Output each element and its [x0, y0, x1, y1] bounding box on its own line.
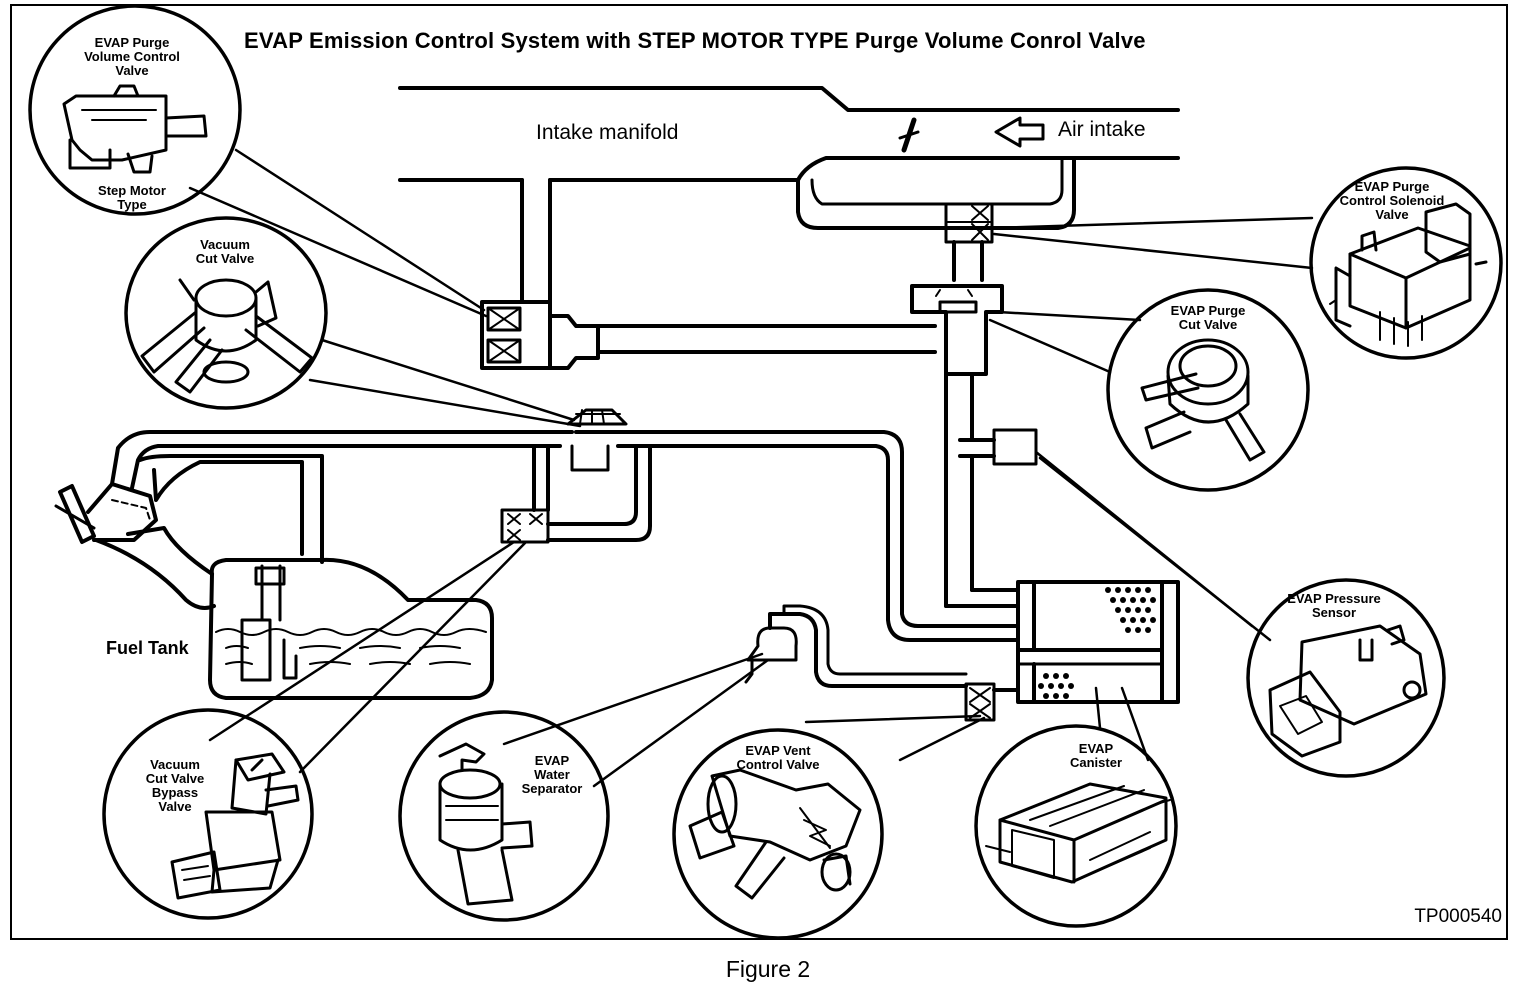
bypass-valve-callout	[102, 708, 314, 920]
figure-code: TP000540	[1414, 906, 1502, 927]
canister-label: EVAP Canister	[1069, 741, 1123, 770]
vacuum-cut-valve-callout	[124, 216, 328, 410]
water-separator-callout	[398, 710, 610, 922]
canister-illustration	[985, 782, 1171, 884]
bypass-valve-illustration	[170, 752, 300, 900]
fuel-tank-label: Fuel Tank	[106, 638, 189, 658]
solenoid-callout	[1309, 166, 1503, 360]
canister-callout	[974, 724, 1178, 928]
solenoid-label: EVAP Purge Control Solenoid Valve	[1339, 179, 1445, 222]
vacuum-cut-valve-illustration	[140, 278, 314, 394]
purge-cut-valve-callout	[1106, 288, 1310, 492]
pvcv-label: EVAP Purge Volume Control Valve	[84, 35, 180, 78]
vacuum-cut-valve-schematic	[566, 408, 628, 472]
solenoid-illustration	[1329, 202, 1488, 347]
step-motor-type-label: Step Motor Type	[98, 183, 166, 212]
figure-caption: Figure 2	[725, 956, 811, 982]
water-separator-label: EVAP Water Separator	[521, 753, 583, 796]
pvcv-callout	[28, 4, 242, 216]
filler-neck	[54, 454, 324, 610]
fuel-tank	[208, 557, 494, 700]
canister-granules	[1038, 587, 1156, 699]
manifold-to-pvcv-pipe	[520, 178, 552, 304]
vent-valve-illustration	[688, 768, 862, 900]
purge-cut-valve-label: EVAP Purge Cut Valve	[1170, 303, 1246, 332]
purge-cut-valve-schematic	[910, 284, 1004, 442]
callout-circles	[28, 4, 1503, 940]
leader-lines	[188, 148, 1314, 788]
pvcv-schematic	[480, 300, 937, 370]
diagram-title: EVAP Emission Control System with STEP M…	[244, 28, 1146, 53]
water-separator-schematic	[744, 604, 968, 688]
purge-cut-valve-illustration	[1140, 338, 1266, 462]
intake-manifold-pipe	[398, 86, 1180, 230]
pressure-sensor-label: EVAP Pressure Sensor	[1287, 591, 1381, 620]
vacuum-cut-valve-label: Vacuum Cut Valve	[195, 237, 255, 266]
air-intake-label: Air intake	[1058, 118, 1146, 141]
vent-valve-label: EVAP Vent Control Valve	[736, 743, 820, 772]
pressure-sensor-schematic	[944, 428, 1038, 608]
air-intake-arrow-icon	[994, 116, 1045, 148]
figure-frame	[10, 4, 1508, 940]
solenoid-schematic	[944, 202, 994, 282]
pvcv-illustration	[62, 84, 208, 174]
intake-manifold-label: Intake manifold	[536, 121, 679, 144]
throttle-valve-icon	[898, 117, 920, 153]
bypass-valve-label: Vacuum Cut Valve Bypass Valve	[145, 757, 205, 814]
canister-schematic	[1016, 580, 1180, 704]
pressure-sensor-illustration	[1268, 624, 1428, 758]
water-separator-illustration	[438, 742, 534, 906]
pressure-sensor-callout	[1246, 578, 1446, 778]
